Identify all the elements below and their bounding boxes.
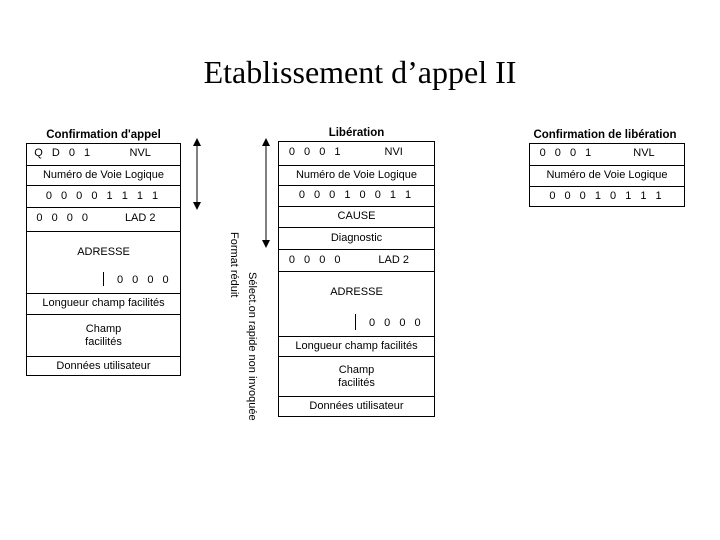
- header-range-arrow: [193, 138, 201, 210]
- qd-bits: Q D 0 1: [34, 147, 94, 159]
- format-reduit-label: Format réduit: [228, 232, 240, 298]
- adresse-divider-tick: [355, 314, 356, 330]
- confirmation-appel-title: Confirmation d'appel: [46, 129, 161, 141]
- nvl-label: NVL: [129, 147, 151, 159]
- confirmation-appel-packet: Q D 0 1 NVL Numéro de Voie Logique 0 0 0…: [26, 143, 181, 376]
- type-row: 0 0 0 1 0 1 1 1: [530, 186, 684, 207]
- cause-row: CAUSE: [279, 206, 434, 228]
- numero-row: Numéro de Voie Logique: [530, 165, 684, 187]
- numero-label: Numéro de Voie Logique: [295, 169, 418, 181]
- champ-label: Champ facilités: [338, 364, 375, 389]
- adresse-label: ADRESSE: [77, 246, 130, 258]
- header-row: Q D 0 1 NVL: [27, 144, 180, 165]
- longueur-row: Longueur champ facilités: [27, 293, 180, 315]
- cause-label: CAUSE: [337, 210, 376, 222]
- gfi-bits: 0 0 0 1: [288, 146, 344, 158]
- adresse-divider-tick: [103, 272, 104, 286]
- donnees-label: Données utilisateur: [309, 400, 404, 412]
- type-row: 0 0 0 0 1 1 1 1: [27, 185, 180, 208]
- header-row: 0 0 0 1 NVL: [530, 144, 684, 165]
- donnees-row: Données utilisateur: [27, 356, 180, 377]
- diagnostic-row: Diagnostic: [279, 227, 434, 250]
- lad-row: 0 0 0 0 LAD 2: [27, 207, 180, 232]
- lad-label: LAD 2: [378, 254, 409, 266]
- type-row: 0 0 0 1 0 0 1 1: [279, 185, 434, 207]
- gfi-bits: 0 0 0 1: [539, 147, 595, 159]
- adresse-row: ADRESSE 0 0 0 0: [27, 231, 180, 294]
- champ-label: Champ facilités: [85, 323, 122, 348]
- selection-rapide-label: Sélect.on rapide non invoquée: [246, 272, 258, 421]
- longueur-label: Longueur champ facilités: [295, 340, 418, 352]
- donnees-label: Données utilisateur: [56, 360, 151, 372]
- adresse-zeros: 0 0 0 0: [369, 317, 424, 329]
- nvl-label: NVI: [384, 146, 403, 158]
- lad-label: LAD 2: [124, 212, 156, 224]
- numero-row: Numéro de Voie Logique: [27, 165, 180, 186]
- adresse-zeros: 0 0 0 0: [117, 274, 172, 286]
- adresse-label: ADRESSE: [330, 286, 383, 298]
- type-bits: 0 0 0 1 0 1 1 1: [549, 190, 665, 202]
- diagnostic-label: Diagnostic: [330, 232, 383, 244]
- format-range-arrow: [262, 138, 270, 248]
- adresse-row: ADRESSE 0 0 0 0: [279, 271, 434, 337]
- liberation-packet: 0 0 0 1 NVI Numéro de Voie Logique 0 0 0…: [278, 141, 435, 417]
- nvl-label: NVL: [633, 147, 655, 159]
- donnees-row: Données utilisateur: [279, 396, 434, 418]
- liberation-title: Libération: [328, 127, 385, 139]
- longueur-label: Longueur champ facilités: [42, 297, 165, 309]
- zeros-bits: 0 0 0 0: [36, 212, 92, 224]
- champ-row: Champ facilités: [27, 314, 180, 357]
- numero-label: Numéro de Voie Logique: [546, 169, 668, 181]
- longueur-row: Longueur champ facilités: [279, 336, 434, 357]
- header-row: 0 0 0 1 NVI: [279, 142, 434, 165]
- slide-title: Etablissement d’appel II: [203, 54, 517, 90]
- confirmation-liberation-packet: 0 0 0 1 NVL Numéro de Voie Logique 0 0 0…: [529, 143, 685, 207]
- numero-label: Numéro de Voie Logique: [42, 169, 165, 181]
- numero-row: Numéro de Voie Logique: [279, 165, 434, 186]
- type-bits: 0 0 0 1 0 0 1 1: [298, 189, 415, 201]
- zeros-bits: 0 0 0 0: [288, 254, 344, 266]
- champ-row: Champ facilités: [279, 356, 434, 397]
- lad-row: 0 0 0 0 LAD 2: [279, 249, 434, 272]
- confirmation-liberation-title: Confirmation de libération: [533, 129, 677, 141]
- type-bits: 0 0 0 0 1 1 1 1: [45, 190, 162, 202]
